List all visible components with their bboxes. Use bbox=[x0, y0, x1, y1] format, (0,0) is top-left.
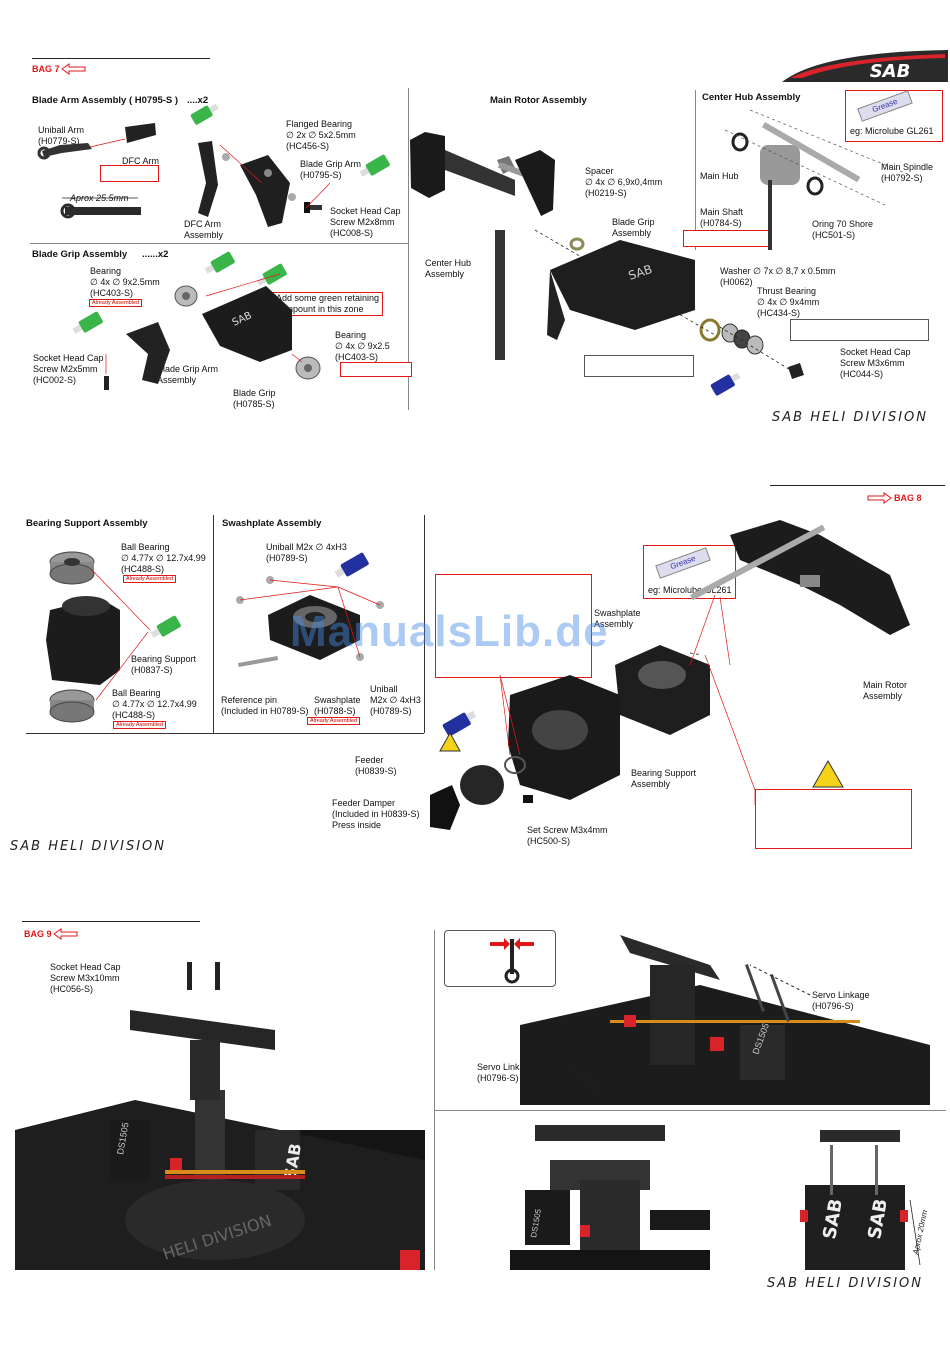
empty-red-box bbox=[755, 789, 912, 849]
empty-red-box bbox=[435, 574, 592, 678]
arrow-right-icon bbox=[867, 492, 892, 504]
arrow-left-icon bbox=[61, 63, 86, 75]
swashplate-label: Swashplate (H0788-S) bbox=[314, 695, 361, 716]
s2-divider-2 bbox=[424, 515, 425, 733]
already-assembled-badge: Already Assembled bbox=[89, 299, 143, 307]
grease-example: eg: Microlube GL261 bbox=[648, 585, 732, 595]
blade-grip-title: Blade Grip Assembly bbox=[32, 249, 128, 260]
set-screw-label: Set Screw M3x4mm (HC500-S) bbox=[527, 825, 608, 846]
blade-grip-illustration: SAB bbox=[72, 251, 321, 390]
s2-divider-1 bbox=[213, 515, 214, 733]
bag8-rule bbox=[770, 485, 945, 486]
oring-label: Oring 70 Shore (HC501-S) bbox=[812, 219, 874, 240]
grease-example: eg: Microlube GL261 bbox=[850, 126, 934, 136]
s2-bottom-rule bbox=[26, 733, 424, 734]
dfc-arm-label: DFC Arm bbox=[122, 156, 159, 166]
uniball-label-2: Uniball M2x ∅ 4xH3 (H0789-S) bbox=[370, 684, 421, 716]
socket-screw-m2x8-label: Socket Head Cap Screw M2x8mm (HC008-S) bbox=[330, 206, 401, 238]
center-hub-divider bbox=[695, 90, 696, 250]
center-hub-illustration bbox=[724, 109, 911, 250]
bearing-support-assembly-label: Bearing Support Assembly bbox=[631, 768, 697, 789]
blade-grip-arm-assembly-label: Blade Grip Arm Assembly bbox=[157, 364, 219, 385]
bag8-label: BAG 8 bbox=[866, 492, 922, 504]
grease-callout: Grease eg: Microlube GL261 bbox=[845, 90, 943, 142]
center-hub-assembly-label: Center Hub Assembly bbox=[425, 258, 472, 279]
bearing-support-illustration bbox=[46, 551, 181, 723]
blade-grip-label: Blade Grip (H0785-S) bbox=[233, 388, 276, 409]
bearing-support-label: Bearing Support (H0837-S) bbox=[131, 654, 197, 675]
bag9-label: BAG 9 bbox=[24, 928, 78, 940]
uniball-arm-label: Uniball Arm (H0779-S) bbox=[38, 125, 85, 146]
division-footer-1: SAB HELI DIVISION bbox=[772, 410, 929, 425]
servo-linkage-label-2: Servo Linkage (H0796-S) bbox=[477, 1062, 535, 1083]
uniball-label: Uniball M2x ∅ 4xH3 (H0789-S) bbox=[266, 542, 347, 563]
main-hub-label: Main Hub bbox=[700, 171, 739, 181]
bag9-rule bbox=[22, 921, 200, 922]
blade-grip-assembly-label: Blade Grip Assembly bbox=[612, 217, 655, 238]
main-shaft-label: Main Shaft (H0784-S) bbox=[700, 207, 744, 228]
thrust-bearing-illustration bbox=[710, 323, 804, 396]
watermark: ManualsLib.de bbox=[290, 607, 609, 656]
socket-screw-m2x5-label: Socket Head Cap Screw M2x5mm (HC002-S) bbox=[33, 353, 104, 385]
swashplate-title: Swashplate Assembly bbox=[222, 518, 322, 529]
already-assembled-badge: Already Assembled bbox=[123, 575, 177, 583]
s3-divider-h bbox=[434, 1110, 946, 1111]
dfc-arm-assembly-label: DFC Arm Assembly bbox=[184, 219, 224, 240]
ball-bearing-label-1: Ball Bearing ∅ 4.77x ∅ 12.7x4.99 (HC488-… bbox=[121, 542, 206, 574]
servo-linkage-illustration: DS1505 bbox=[520, 935, 930, 1105]
division-footer-2: SAB HELI DIVISION bbox=[10, 839, 167, 854]
blade-arm-illustration bbox=[37, 103, 390, 227]
swashplate-illustration bbox=[236, 552, 384, 667]
push-arrows-icon bbox=[490, 938, 534, 984]
logo-text: SAB bbox=[870, 61, 911, 82]
top-rule bbox=[32, 58, 210, 59]
bearing-label-1: Bearing ∅ 4x ∅ 9x2.5mm (HC403-S) bbox=[90, 266, 160, 298]
warning-icon bbox=[812, 759, 844, 788]
front-view-illustration: DS1505 bbox=[510, 1125, 710, 1270]
side-view-illustration: SAB SAB Aprox 20mm bbox=[800, 1130, 930, 1270]
blade-arm-multiplier: ....x2 bbox=[187, 95, 209, 106]
green-compound-note: Add some green retaining compount in thi… bbox=[272, 292, 384, 316]
section-divider-v bbox=[408, 88, 409, 410]
s3-divider bbox=[434, 930, 435, 1270]
warning-icon bbox=[439, 731, 461, 752]
heli-head-illustration: DS1505 SAB HELI DIVISION bbox=[15, 962, 425, 1270]
swashplate-stack-illustration bbox=[430, 520, 910, 830]
flanged-bearing-label: Flanged Bearing ∅ 2x ∅ 5x2.5mm (HC456-S) bbox=[286, 119, 356, 151]
bearing-support-title: Bearing Support Assembly bbox=[26, 518, 148, 529]
main-rotor-assembly-label: Main Rotor Assembly bbox=[863, 680, 908, 701]
swashplate-assembly-label: Swashplate Assembly bbox=[594, 608, 641, 629]
sab-logo: SAB bbox=[782, 50, 948, 82]
spacer-label: Spacer ∅ 4x ∅ 6,9x0,4mm (H0219-S) bbox=[585, 166, 663, 198]
socket-screw-m3x6-label: Socket Head Cap Screw M3x6mm (HC044-S) bbox=[840, 347, 911, 379]
feeder-label: Feeder (H0839-S) bbox=[355, 755, 397, 776]
center-hub-title: Center Hub Assembly bbox=[702, 92, 801, 103]
socket-screw-m3x10-label: Socket Head Cap Screw M3x10mm (HC056-S) bbox=[50, 962, 121, 994]
main-rotor-title: Main Rotor Assembly bbox=[490, 95, 587, 106]
thrust-bearing-label: Thrust Bearing ∅ 4x ∅ 9x4mm (HC434-S) bbox=[757, 286, 820, 318]
push-callout bbox=[444, 930, 556, 987]
bag7-label: BAG 7 bbox=[32, 63, 86, 75]
empty-gray-box bbox=[584, 355, 694, 377]
ball-bearing-label-2: Ball Bearing ∅ 4.77x ∅ 12.7x4.99 (HC488-… bbox=[112, 688, 197, 720]
already-assembled-badge: Already Assembled bbox=[113, 721, 167, 729]
servo-linkage-label-1: Servo Linkage (H0796-S) bbox=[812, 990, 870, 1011]
feeder-damper-label: Feeder Damper (Included in H0839-S) Pres… bbox=[332, 798, 420, 830]
empty-gray-box bbox=[790, 319, 929, 341]
section-divider-h bbox=[30, 243, 408, 244]
empty-red-box bbox=[340, 362, 412, 377]
main-rotor-illustration: SAB bbox=[410, 132, 721, 360]
blade-grip-multiplier: ......x2 bbox=[142, 249, 169, 260]
blade-arm-title: Blade Arm Assembly ( H0795-S ) bbox=[32, 95, 179, 106]
empty-red-box bbox=[100, 165, 159, 182]
washer-label: Washer ∅ 7x ∅ 8,7 x 0.5mm (H0062) bbox=[720, 266, 836, 287]
arrow-left-icon bbox=[53, 928, 78, 940]
division-footer-3: SAB HELI DIVISION bbox=[767, 1276, 924, 1291]
bearing-label-2: Bearing ∅ 4x ∅ 9x2.5 (HC403-S) bbox=[335, 330, 390, 362]
already-assembled-badge: Already Assembled bbox=[307, 717, 361, 725]
aprox-20-label: Aprox 20mm bbox=[911, 1209, 930, 1257]
blade-grip-arm-label: Blade Grip Arm (H0795-S) bbox=[300, 159, 362, 180]
reference-pin-label: Reference pin (Included in H0789-S) bbox=[221, 695, 309, 716]
